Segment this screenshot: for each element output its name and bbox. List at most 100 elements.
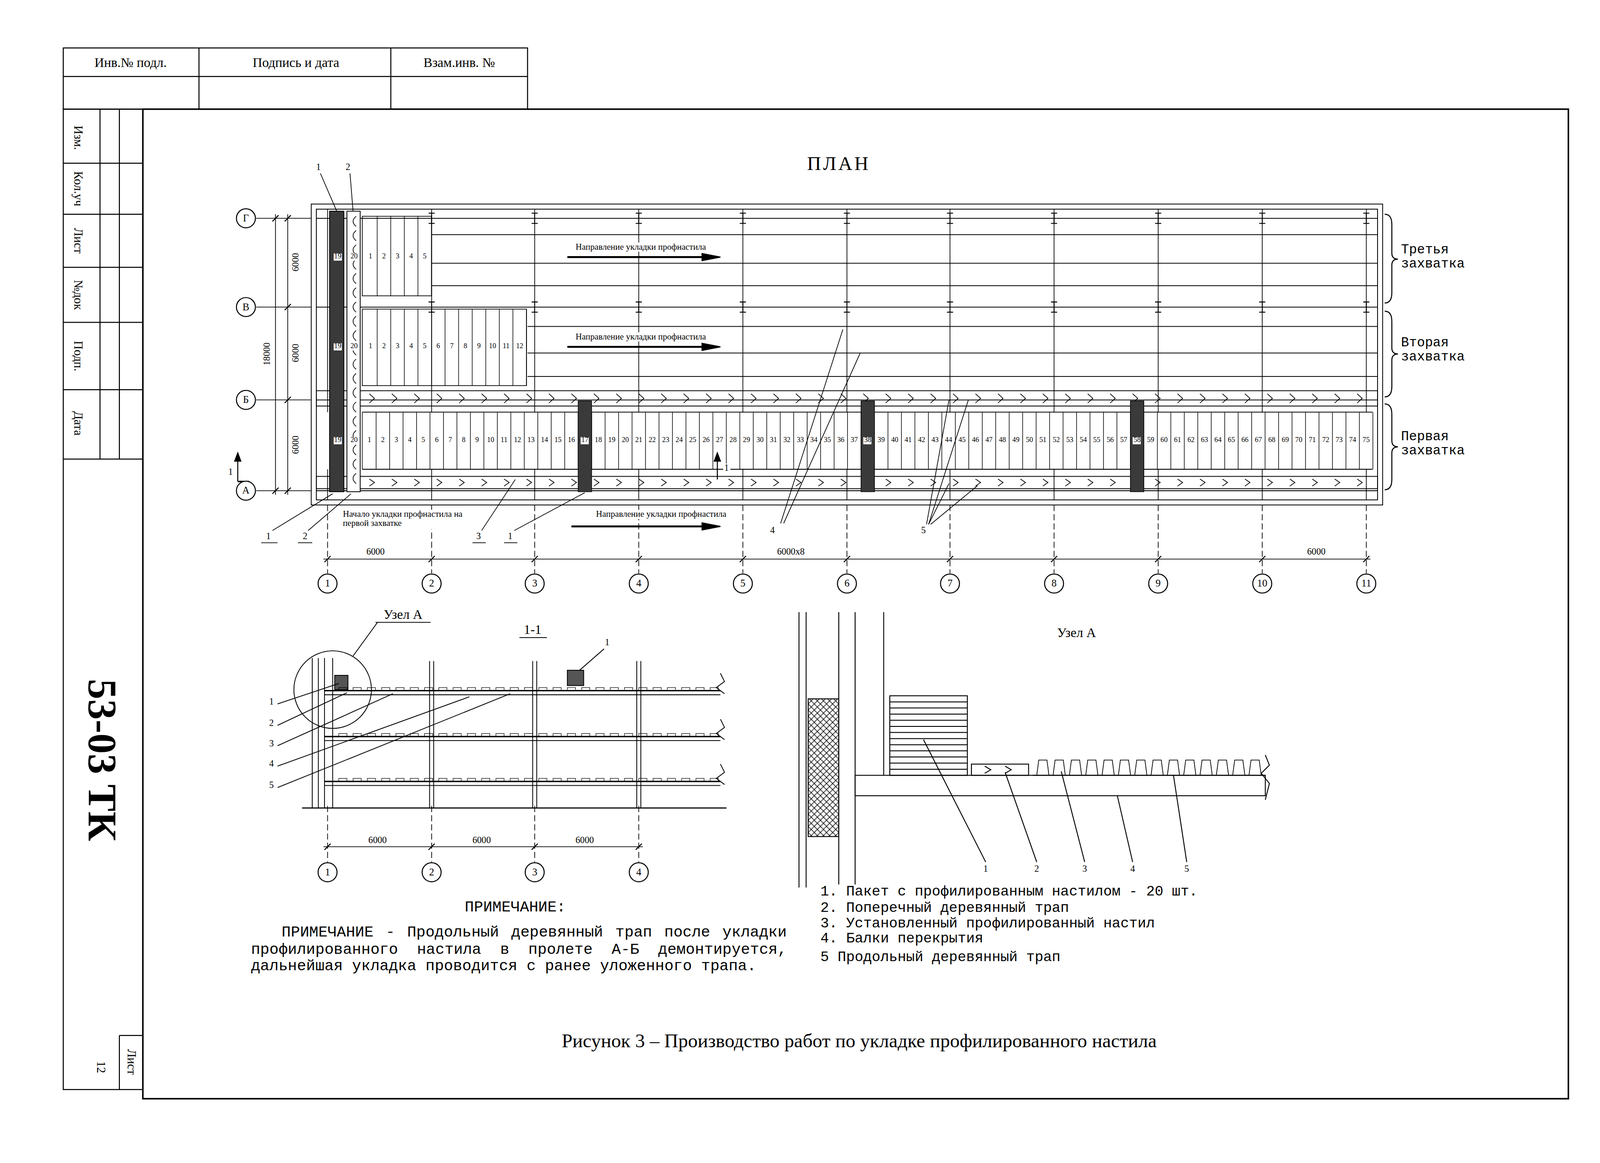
sheet-edge: [1156, 412, 1158, 470]
trap-mark: [1289, 479, 1295, 487]
axis-label: 2: [428, 867, 434, 878]
sheet-number: 13: [526, 437, 536, 445]
node-a-detail: [883, 612, 885, 776]
section-1-1: [353, 622, 378, 657]
node-a-detail: [889, 726, 968, 728]
trap-mark: [661, 393, 667, 403]
trap-mark: [369, 479, 375, 487]
sheet-edge: [1331, 412, 1333, 470]
deck-profile: [1216, 760, 1229, 776]
leader-line: [261, 542, 278, 544]
axis-label: 8: [1051, 578, 1057, 589]
sheet-edge: [375, 412, 377, 470]
section-1-1: [375, 622, 431, 624]
sheet-edge: [1278, 412, 1279, 470]
section-mark: [714, 453, 721, 462]
trap-mark: [818, 393, 824, 403]
dimension-lines: [534, 805, 536, 862]
sheet-number: 44: [944, 437, 953, 445]
axis-label: Б: [242, 394, 249, 405]
trap-mark: [1334, 393, 1340, 403]
sheet-edge: [1008, 412, 1010, 470]
leader-line: [481, 479, 516, 531]
sheet-edge: [403, 309, 405, 386]
dimension-lines: [431, 805, 433, 862]
deck-profile: [438, 687, 448, 692]
sheet-number: 40: [890, 437, 899, 445]
deck-profile: [1134, 760, 1147, 776]
sheet-edge: [995, 412, 997, 470]
start-note: Начало укладки профнастила на первой зах…: [341, 510, 472, 530]
deck-profile: [552, 687, 562, 692]
trap-mark: [353, 273, 357, 284]
trap-mark: [353, 444, 357, 455]
beam-mark: [1155, 302, 1162, 313]
dimension-lines: [323, 846, 644, 848]
zone-bracket: [1384, 214, 1399, 490]
sheet-number: 66: [1240, 437, 1250, 445]
node-a-detail: [889, 707, 968, 709]
leader-line: [350, 173, 354, 212]
sheet-number: 25: [688, 437, 697, 445]
zone-name: Вторая захватка: [1399, 335, 1466, 364]
sheet-edge: [1358, 412, 1360, 470]
beam-mark: [635, 213, 642, 224]
axis-bubble: А: [235, 480, 257, 501]
callout-number: 5: [920, 526, 928, 536]
deck-profile: [538, 778, 548, 782]
zone-name: Первая захватка: [1399, 429, 1466, 458]
key-item: 5 Продольный деревянный трап: [819, 949, 1062, 965]
deck-profile: [1249, 760, 1262, 776]
sheet-number: 19: [333, 253, 342, 261]
trap-mark: [930, 479, 936, 487]
trap-mark: [353, 459, 357, 470]
leader-line: [930, 485, 978, 525]
callout-number: 1: [603, 638, 611, 648]
beam-mark: [1259, 302, 1265, 313]
bubble-outline: [525, 574, 545, 594]
beam-mark: [531, 302, 538, 313]
axis-label: А: [242, 485, 250, 496]
trap-mark: [1177, 479, 1183, 487]
callout-number: 5: [268, 781, 275, 791]
deck-profile: [667, 733, 676, 738]
sheet-frame: [63, 47, 1569, 1100]
sheet-number: 24: [675, 437, 684, 445]
deck-profile: [381, 687, 390, 692]
trap-mark: [1087, 393, 1093, 403]
sheet-edge: [389, 412, 390, 470]
sheet-edge: [417, 216, 419, 297]
dimension-tick: [428, 843, 435, 850]
axis-bubble: 2: [421, 573, 443, 594]
zone-bracket: [1384, 214, 1399, 304]
trap-mark: [1042, 479, 1048, 487]
section-1-1: [277, 693, 511, 788]
sheet-edge: [1305, 412, 1306, 470]
plan-outline: [346, 211, 361, 492]
sheet-number: 34: [809, 437, 818, 445]
zone-bracket: [1384, 403, 1399, 490]
sheet-number: 72: [1321, 437, 1330, 445]
sheet-edge: [645, 412, 646, 470]
sheet-frame: [63, 266, 144, 268]
axis-bubble: 3: [524, 862, 546, 883]
dimension-text: 6000x8: [775, 547, 806, 557]
deck-profile: [567, 778, 576, 782]
axis-label: 4: [636, 578, 642, 589]
section-mark: [717, 459, 718, 480]
deck-profile: [524, 687, 533, 692]
deck-profile: [567, 733, 576, 738]
section-1-1: [579, 649, 604, 671]
sheet-edge: [523, 412, 525, 470]
deck-profile: [438, 778, 448, 782]
deck-profile: [495, 733, 505, 738]
node-a-detail: [889, 713, 968, 715]
deck-profile: [1167, 760, 1180, 776]
axis-line: [1261, 469, 1263, 501]
dimension-tick: [284, 487, 291, 494]
sheet-number: 28: [728, 437, 738, 445]
sheet-edge: [362, 216, 432, 297]
axis-line: [1157, 505, 1159, 574]
trap-mark: [1110, 393, 1116, 403]
sheet-edge: [766, 412, 767, 470]
